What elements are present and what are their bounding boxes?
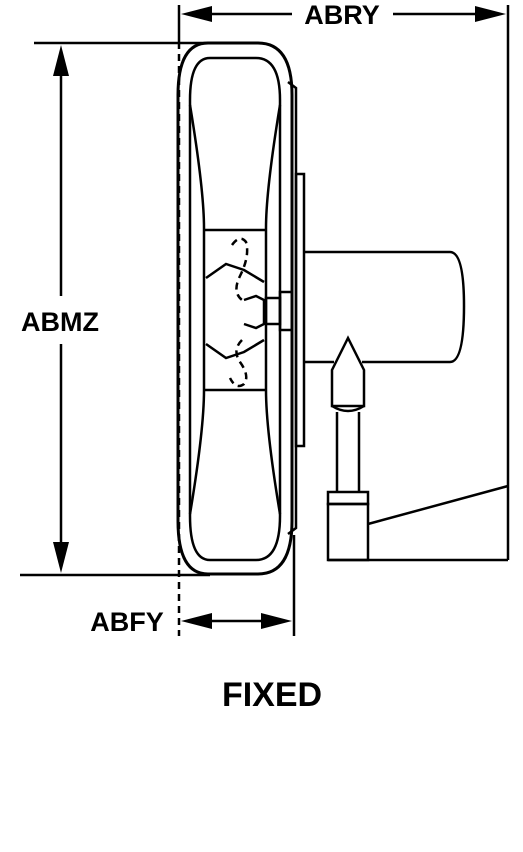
body-cylinder-outline [304, 250, 466, 364]
stem-neck [331, 404, 365, 413]
abmz-dimension: ABMZ [20, 41, 210, 577]
base-bracket [328, 484, 509, 562]
stem-base-block [326, 502, 370, 562]
lever-stem [326, 335, 370, 562]
abfy-label: ABFY [90, 607, 164, 637]
hub-washer [278, 290, 294, 332]
bracket-slope [367, 484, 509, 526]
hub-taper-top [205, 262, 265, 284]
abmz-label: ABMZ [21, 307, 99, 337]
abry-arrow-right [475, 6, 506, 22]
abfy-arrow-right [261, 613, 292, 629]
abmz-arrow-bottom [53, 542, 69, 573]
hub-boss [243, 294, 266, 330]
hub [205, 237, 294, 388]
stem-collar [326, 490, 370, 506]
wheel-rim-outer [176, 41, 294, 576]
abry-dimension: ABRY [177, 0, 510, 560]
wheel-rim-inner [188, 56, 282, 562]
mounting-plate [294, 172, 306, 448]
abry-label: ABRY [304, 0, 380, 30]
hidden-spoke-bottom [228, 339, 248, 388]
valve-body [304, 250, 466, 364]
handwheel [176, 41, 298, 576]
abmz-arrow-top [53, 45, 69, 76]
abry-arrow-left [181, 6, 212, 22]
diagram-caption: FIXED [222, 676, 322, 714]
spoke-profile-back [264, 104, 282, 515]
hub-nut [264, 296, 282, 326]
hub-taper-bottom [205, 338, 265, 360]
spoke-profile-front [188, 104, 206, 515]
stem-tip [330, 335, 366, 408]
abfy-arrow-left [181, 613, 212, 629]
